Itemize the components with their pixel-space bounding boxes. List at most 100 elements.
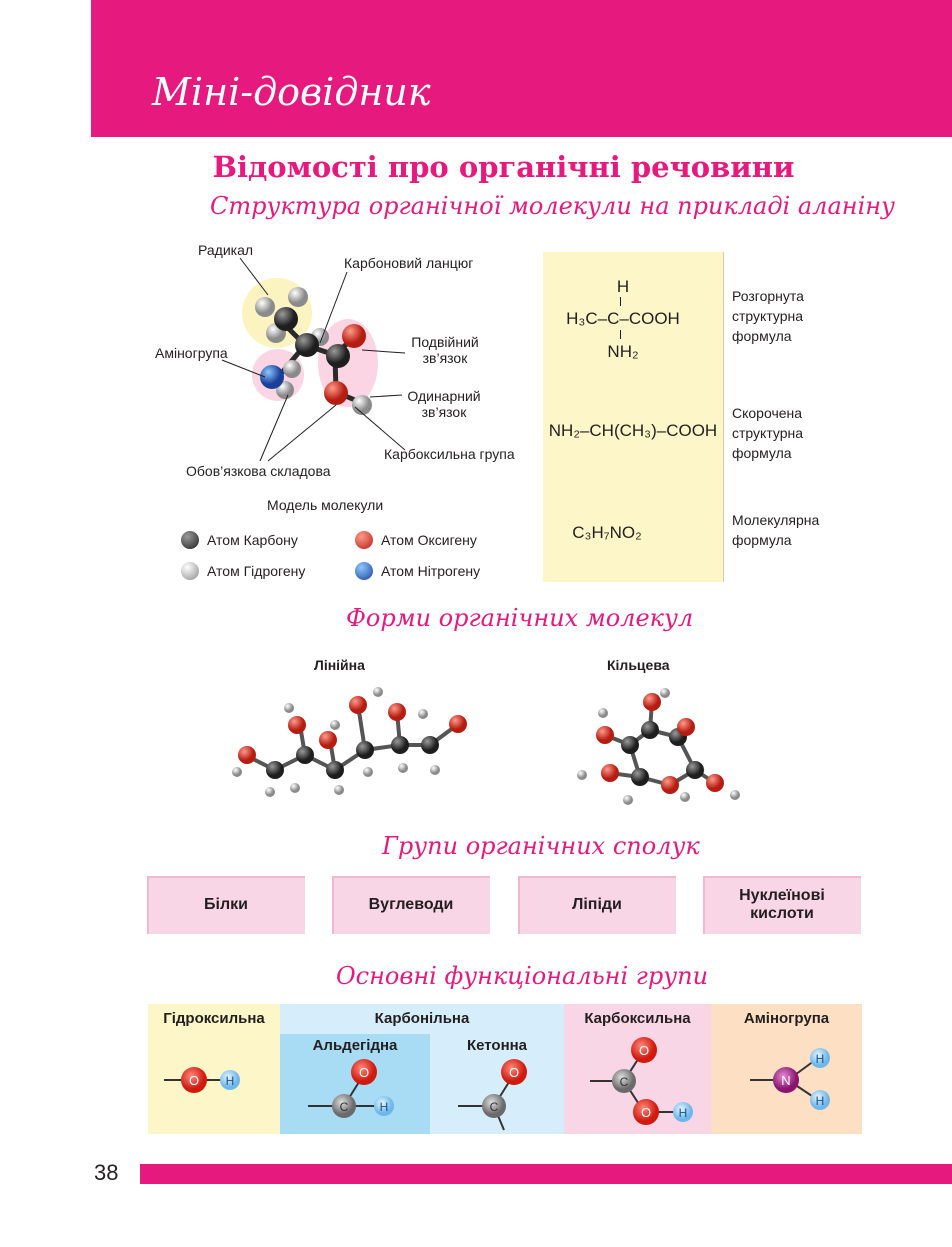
atom-label: O: [189, 1073, 199, 1088]
legend-nitrogen-label: Атом Нітрогену: [381, 563, 481, 579]
oxygen-atom: [501, 1059, 527, 1085]
label-double-bond: Подвійний зв’язок: [400, 334, 490, 366]
label-aminogroup: Аміногрупа: [155, 345, 228, 361]
carboxyl-heading: Карбоксильна: [584, 1010, 691, 1027]
atom-label: H: [816, 1052, 825, 1066]
hydrogen-atom: [810, 1048, 830, 1068]
group-box-carbohydrates: Вуглеводи: [332, 876, 490, 934]
section-title-shapes: Форми органічних молекул: [346, 604, 694, 632]
desc-short-1: Скорочена: [732, 405, 803, 421]
bond-line: [620, 297, 621, 306]
atom-label: H: [226, 1074, 235, 1088]
carbon-atom: [612, 1069, 636, 1093]
hydroxyl-cell: [148, 1004, 280, 1134]
carbon-atom: [332, 1094, 356, 1118]
hydrogen-atom: [673, 1102, 693, 1122]
functional-group-structures: O H O C H O C O C O H N H H: [164, 1037, 830, 1131]
desc-expanded-1: Розгорнута: [732, 288, 804, 304]
desc-molecular-1: Молекулярна: [732, 512, 820, 528]
formula-panel: [543, 252, 724, 582]
atom-label: N: [781, 1073, 790, 1088]
desc-expanded: Розгорнута структурна формула: [732, 286, 804, 346]
desc-short-3: формула: [732, 445, 792, 461]
alanine-model-diagram: [221, 257, 406, 462]
desc-molecular-2: формула: [732, 532, 792, 548]
section-title-groups: Групи органічних сполук: [382, 832, 700, 860]
desc-expanded-2: структурна: [732, 308, 804, 324]
desc-expanded-3: формула: [732, 328, 792, 344]
hydrogen-atom: [283, 360, 301, 378]
carbon-atom: [274, 307, 298, 331]
group-box-proteins: Білки: [147, 876, 305, 934]
group-box-lipids: Ліпіди: [518, 876, 676, 934]
carbon-atom: [295, 333, 319, 357]
oxygen-atom: [631, 1037, 657, 1063]
expanded-formula-top-h: H: [616, 277, 630, 296]
oxygen-atom-icon: [355, 531, 373, 549]
oxygen-atom: [181, 1067, 207, 1093]
desc-molecular: Молекулярна формула: [732, 510, 819, 550]
hydrogen-atom: [276, 381, 294, 399]
atom-label: C: [340, 1100, 349, 1114]
page-number: 38: [94, 1160, 119, 1185]
label-required-part: Обов’язкова складова: [186, 463, 331, 479]
hydrogen-atom: [288, 287, 308, 307]
oxygen-atom: [324, 381, 348, 405]
oxygen-atom: [342, 324, 366, 348]
hydroxyl-heading: Гідроксильна: [163, 1010, 265, 1027]
desc-short-2: структурна: [732, 425, 804, 441]
hydrogen-atom: [374, 1096, 394, 1116]
atom-label: O: [639, 1043, 649, 1058]
legend-hydrogen-label: Атом Гідрогену: [207, 563, 306, 579]
atom-label: O: [641, 1105, 651, 1120]
atom-label: H: [679, 1106, 688, 1120]
section-title-functional-groups: Основні функціональні групи: [336, 962, 709, 990]
oxygen-atom: [351, 1059, 377, 1085]
label-double-bond-line1: Подвійний: [411, 334, 479, 350]
atom-label: O: [359, 1065, 369, 1080]
model-caption: Модель молекули: [267, 497, 384, 513]
short-formula: NH₂–CH(CH₃)–COOH: [548, 421, 718, 440]
hydrogen-atom: [255, 297, 275, 317]
atom-label: H: [380, 1100, 389, 1114]
group-label: Ліпіди: [572, 896, 622, 913]
label-single-bond-line1: Одинарний: [407, 388, 481, 404]
main-title: Відомості про органічні речовини: [212, 150, 795, 184]
atom-label: C: [490, 1100, 499, 1114]
expanded-formula-bottom: NH₂: [607, 342, 639, 361]
amino-heading: Аміногрупа: [743, 1010, 830, 1027]
nitrogen-atom-icon: [355, 562, 373, 580]
label-single-bond-line2: зв’язок: [421, 404, 467, 420]
label-cyclic: Кільцева: [607, 657, 670, 673]
atom-label: H: [816, 1094, 825, 1108]
aldehyde-heading: Альдегідна: [312, 1037, 398, 1054]
aldehyde-cell: [280, 1034, 430, 1134]
label-single-bond: Одинарний зв’язок: [398, 388, 490, 420]
label-linear: Лінійна: [314, 657, 365, 673]
legend-carbon: Атом Карбону: [181, 531, 298, 549]
linear-molecule-image: [232, 687, 467, 797]
hydrogen-atom: [220, 1070, 240, 1090]
hydrogen-atom-icon: [181, 562, 199, 580]
molecular-formula: C₃H₇NO₂: [572, 523, 642, 542]
header-title: Міні-довідник: [152, 70, 431, 114]
desc-short: Скорочена структурна формула: [732, 403, 803, 463]
hydrogen-atom: [352, 395, 372, 415]
label-carbon-chain: Карбоновий ланцюг: [344, 255, 474, 271]
header-band: [91, 0, 952, 137]
group-label: Вуглеводи: [368, 896, 454, 913]
group-label: Нуклеїнові кислоти: [739, 887, 825, 922]
carbonyl-heading: Карбонільна: [374, 1010, 470, 1027]
label-radical: Радикал: [198, 242, 254, 258]
carbon-atom: [326, 344, 350, 368]
group-label: Білки: [204, 896, 248, 913]
footer-bar: [140, 1164, 952, 1184]
expanded-formula-main: H₃C–C–COOH: [566, 309, 680, 328]
label-double-bond-line2: зв’язок: [422, 350, 468, 366]
cyclic-molecule-image: [577, 688, 740, 805]
carbon-atom: [482, 1094, 506, 1118]
section-title-structure: Структура органічної молекули на приклад…: [210, 192, 895, 220]
ketone-heading: Кетонна: [466, 1037, 528, 1054]
atom-label: C: [620, 1075, 629, 1089]
nitrogen-atom: [260, 365, 284, 389]
